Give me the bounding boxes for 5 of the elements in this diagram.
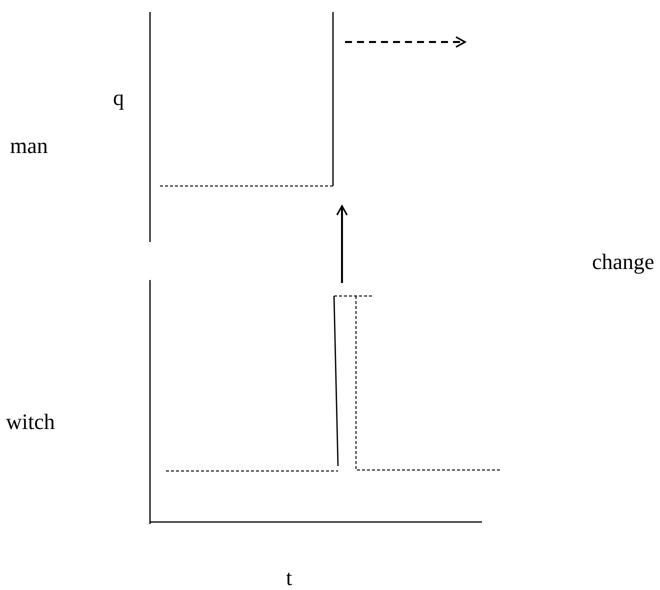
axis-label: t <box>286 566 292 590</box>
axis-label: witch <box>6 410 55 434</box>
axis-label: man <box>10 134 48 158</box>
axis-label: change <box>592 250 654 274</box>
axis-label: q <box>113 86 124 110</box>
